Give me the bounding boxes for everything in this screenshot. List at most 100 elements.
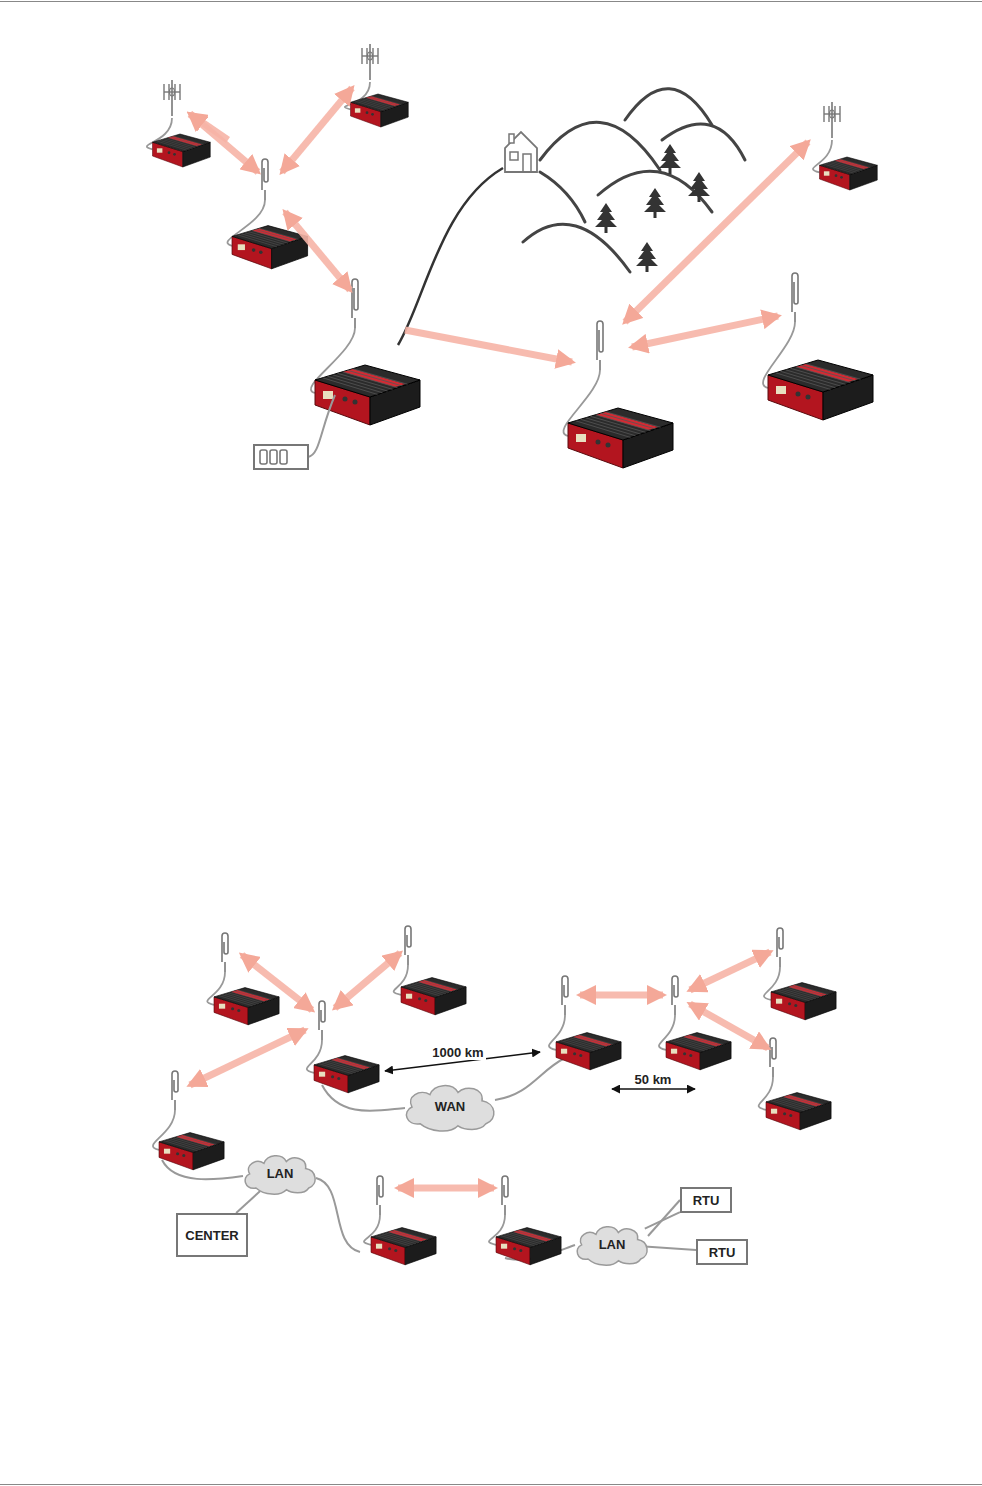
device-box: RTU [696,1239,748,1265]
antenna-mast [321,1030,323,1040]
cooling-fin [337,1058,371,1068]
cooling-fin [179,1136,213,1146]
modem-port [424,999,427,1002]
tree-shape [636,242,658,266]
cooling-fin [255,229,295,240]
cooling-fin [165,139,195,148]
tree-icon [636,242,658,272]
device-label: CENTER [185,1228,238,1243]
antenna-mast [171,80,173,116]
cable-connector [645,1212,680,1228]
cooling-fin [791,368,846,384]
radio-link-arrow [690,1004,768,1048]
antenna-element [502,1176,508,1205]
antenna-mast [369,44,371,80]
device-label: RTU [693,1193,720,1208]
radio-link-arrow [242,955,312,1010]
modem-port [259,250,263,254]
radio-link-arrow [625,142,808,322]
antenna-element [830,110,835,118]
tree-icon [595,203,617,233]
hill-outline [523,224,630,272]
cooling-fin [606,412,661,428]
radio-link-arrow [405,330,572,362]
antenna-element [368,52,373,60]
radio-modem [401,978,466,1015]
antenna-element [262,159,268,190]
cooling-fin [837,160,867,169]
distance-label: 50 km [633,1072,674,1087]
whip-antenna [502,1176,508,1215]
page-rule [0,1484,982,1485]
cooling-fin [353,369,408,385]
whip-antenna [377,1176,383,1215]
cooling-fin [391,1231,425,1241]
cooling-fin [786,1096,820,1106]
modem-port [840,176,843,179]
tree-shape [595,203,617,227]
hill-outline [598,171,712,212]
modem-port [252,248,256,252]
antenna-mast [174,1100,176,1110]
page-rule [0,1,982,2]
cable-wire [308,395,335,457]
cooling-fin [789,1095,823,1105]
radio-link-arrow [398,1185,494,1192]
whip-antenna [770,1038,776,1077]
cooling-fin [783,1097,817,1107]
cooling-fin [252,230,292,241]
cooling-fin [328,1061,362,1071]
antenna-element [777,928,783,957]
modem-port [689,1054,692,1057]
whip-antenna [405,926,411,965]
network-label: WAN [435,1099,465,1114]
antenna-mast [504,1205,506,1215]
tree-icon [644,188,666,218]
mountain-slope [398,168,503,345]
cooling-fin [331,1060,365,1070]
modem-port [788,1002,791,1005]
cooling-fin [835,161,865,170]
modem-port [388,1247,391,1250]
modem-panel [376,1244,382,1249]
radio-modem [232,226,308,269]
modem-port [418,997,421,1000]
antenna-element [361,48,362,64]
antenna-mast [674,1005,676,1015]
tree-trunk [698,196,701,202]
antenna-mast [407,955,409,965]
tree-shape [644,188,666,212]
cooling-fin [576,1036,610,1046]
cooling-fin [680,1038,714,1048]
modem-port [835,174,838,177]
cooling-fin [516,1231,550,1241]
antenna-element [163,84,164,100]
whip-antenna [777,928,783,967]
radio-modem [315,365,420,425]
antenna-mast [354,318,356,328]
radio-link-arrow [190,114,258,172]
antenna-mast [794,312,796,322]
connector-pin [280,450,287,464]
cable-connector [236,1191,260,1213]
modem-panel [671,1049,677,1054]
cloud-outline [406,1086,493,1131]
cable-wire [316,1178,360,1252]
modem-port [353,400,358,405]
cooling-fin [173,136,203,145]
hill-outline [540,172,585,222]
whip-antenna [319,1001,325,1040]
antenna-mast [264,190,266,200]
radio-link-arrow [690,952,770,990]
network-cloud: LAN [240,1151,320,1195]
house-door [523,154,531,172]
cooling-fin [363,99,393,108]
modem-port [343,397,348,402]
antenna-element [179,84,180,100]
cooling-fin [601,413,656,429]
cooling-fin [513,1232,547,1242]
antenna-element [792,273,798,312]
modem-port [579,1054,582,1057]
